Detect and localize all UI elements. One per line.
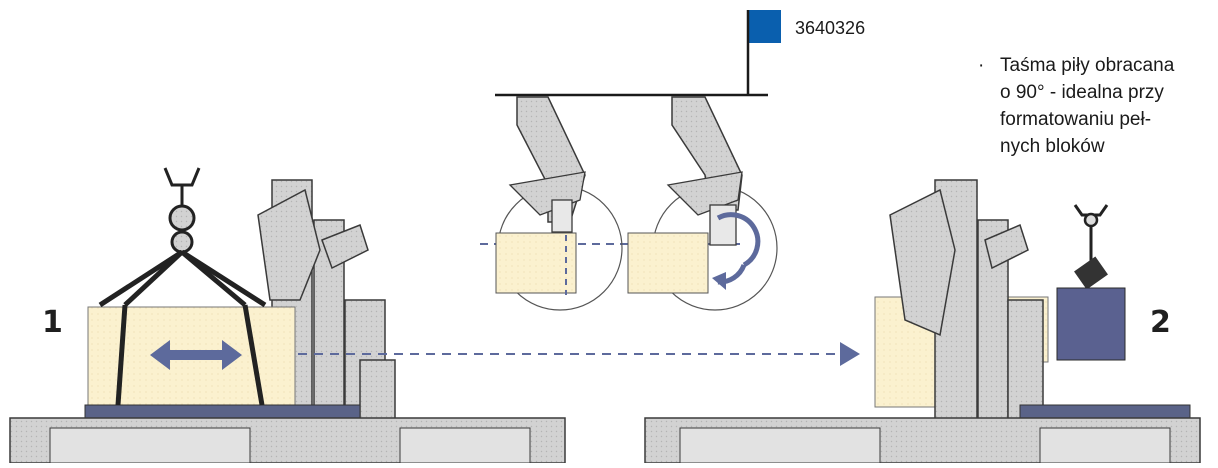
block-detail-right: [627, 232, 709, 294]
step-number-2: 2: [1150, 305, 1171, 340]
crane-hook-icon: [163, 167, 201, 254]
caption-bullet: ·: [978, 55, 985, 76]
caption: · Taśma piły obracana o 90° - idealna pr…: [978, 52, 1214, 160]
machine-left: [9, 167, 566, 464]
caption-line: Taśma piły obracana: [1000, 55, 1175, 76]
brand-marker: [495, 10, 781, 97]
hoisted-block: [1056, 287, 1126, 361]
caption-line: nych bloków: [1000, 136, 1105, 157]
rotate-arrow-icon: [712, 212, 761, 290]
caption-line: formatowaniu peł-: [1000, 109, 1152, 130]
caption-line: o 90° - idealna przy: [1000, 82, 1164, 103]
saw-detail: [480, 96, 778, 311]
brand-square: [748, 10, 781, 43]
right-arrow-icon: [298, 342, 860, 366]
step-number-1: 1: [42, 305, 63, 340]
block-detail-left: [495, 232, 577, 294]
product-code: 3640326: [795, 18, 866, 38]
double-arrow-icon: [150, 340, 242, 370]
machine-right: [644, 179, 1201, 464]
